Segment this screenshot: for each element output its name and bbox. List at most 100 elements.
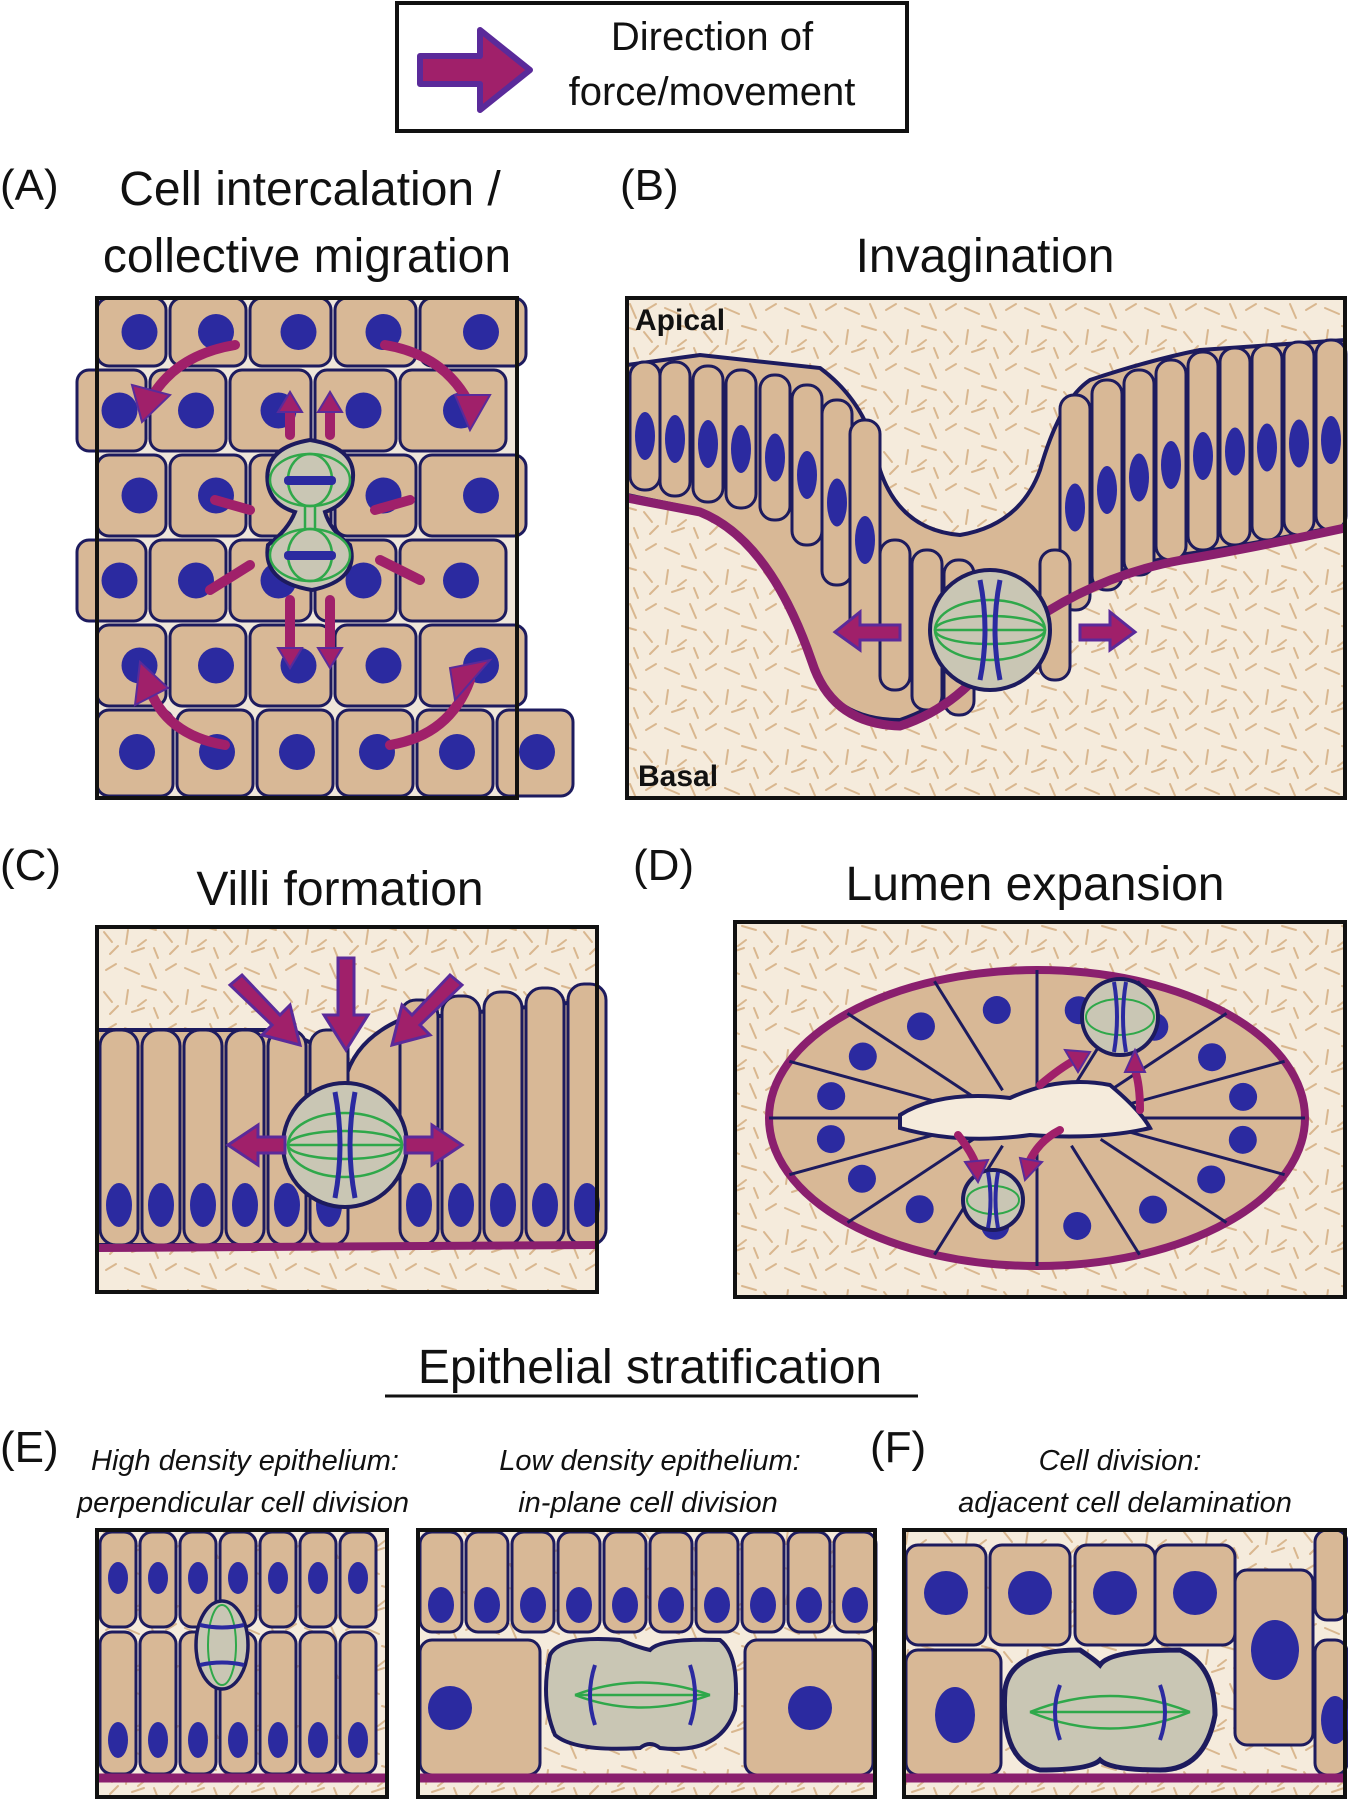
nucleus (463, 314, 499, 350)
nucleus (848, 1042, 877, 1071)
cell-boundary (1119, 1059, 1285, 1108)
nucleus (359, 734, 395, 770)
panel-e-high-density-dividing-cell (194, 1599, 250, 1691)
panel-e-letter: (E) (0, 1423, 59, 1472)
nucleus (108, 1562, 128, 1594)
nucleus (905, 1195, 934, 1224)
nucleus (148, 1562, 168, 1594)
panel-b-basal-label: Basal (638, 760, 718, 793)
panel-e-high-density-illustration (95, 1528, 389, 1799)
nucleus (228, 1722, 248, 1758)
nucleus (827, 478, 847, 527)
nucleus (106, 1183, 132, 1227)
nucleus (1228, 1125, 1257, 1154)
nucleus (178, 392, 214, 429)
nucleus (148, 1722, 168, 1758)
nucleus (1129, 453, 1149, 502)
nucleus (101, 562, 138, 599)
nucleus (817, 1082, 846, 1111)
nucleus (279, 734, 315, 770)
nucleus (1197, 1165, 1226, 1194)
nucleus (665, 415, 685, 463)
nucleus (121, 477, 158, 514)
panel-c-force-arrows (225, 956, 465, 1168)
panel-d-dividing-cell-top (1080, 977, 1160, 1057)
nucleus (1225, 427, 1245, 476)
nucleus (439, 734, 475, 770)
nucleus (308, 1562, 328, 1594)
nucleus (348, 1722, 368, 1758)
nucleus (428, 1587, 454, 1623)
nucleus (855, 516, 875, 564)
nucleus (268, 1562, 288, 1594)
nucleus (148, 1183, 174, 1227)
nucleus (188, 1722, 208, 1758)
nucleus (1193, 432, 1213, 480)
panel-a-arrowheads (130, 383, 493, 707)
nucleus (443, 562, 479, 599)
nucleus (121, 314, 158, 350)
cell-boundary (1070, 1144, 1141, 1256)
cell-boundary (933, 980, 1004, 1092)
panel-f-sub-line1: Cell division: (1039, 1445, 1202, 1477)
nucleus (1321, 1696, 1348, 1744)
nucleus (635, 412, 655, 460)
nucleus (532, 1183, 558, 1227)
section-title: Epithelial stratification (418, 1341, 882, 1394)
nucleus (704, 1587, 730, 1623)
nucleus (935, 1687, 975, 1743)
panel-a-illustration (75, 296, 575, 800)
nucleus (796, 1587, 822, 1623)
panel-d-dividing-cell-bottom (961, 1168, 1025, 1232)
nucleus (348, 1562, 368, 1594)
nucleus (765, 433, 785, 482)
panel-b-basement-membrane (626, 493, 1346, 731)
nucleus (232, 1183, 258, 1227)
nucleus (566, 1587, 592, 1623)
panel-d: (D) Lumen expansion (633, 841, 1347, 1299)
nucleus (198, 647, 234, 684)
panel-f-cells (904, 1528, 1348, 1777)
cell-boundary (1119, 1128, 1285, 1177)
nucleus (474, 1587, 500, 1623)
panel-b-apical-label: Apical (635, 304, 725, 337)
nucleus (188, 1562, 208, 1594)
nucleus (1097, 466, 1117, 514)
cell (1313, 1528, 1348, 1622)
nucleus (448, 1183, 474, 1227)
panel-a-cells (75, 296, 575, 798)
panel-b-title: Invagination (856, 230, 1115, 283)
panel-d-letter: (D) (633, 841, 694, 890)
panel-b: (B) Invagination Apical Basal (620, 161, 1348, 800)
panel-b-illustration: Apical Basal (625, 296, 1348, 800)
panel-f-dividing-cell (1001, 1647, 1218, 1773)
nucleus (101, 392, 138, 429)
nucleus (816, 1125, 845, 1154)
cell (878, 538, 912, 692)
nucleus (1093, 1571, 1137, 1615)
nucleus (345, 562, 382, 599)
panel-e-sub2-line2: in-plane cell division (518, 1487, 778, 1519)
nucleus (982, 996, 1011, 1025)
cell-boundary (789, 1128, 955, 1177)
panel-c-title: Villi formation (196, 863, 483, 916)
panel-a-dividing-cell (265, 437, 356, 593)
cell-boundary (789, 1059, 955, 1108)
panel-e-low-density-illustration (416, 1528, 878, 1799)
nucleus (345, 392, 382, 429)
nucleus (178, 562, 214, 599)
nucleus (428, 1686, 472, 1730)
nucleus (119, 734, 155, 770)
nucleus (308, 1722, 328, 1758)
panel-d-arrowheads (963, 1047, 1147, 1185)
legend-text-line2: force/movement (569, 70, 856, 114)
nucleus (1198, 1043, 1227, 1072)
panel-e-sub2-line1: Low density epithelium: (499, 1445, 800, 1477)
nucleus (365, 647, 402, 684)
cell-boundary (1099, 1137, 1228, 1224)
panel-b-dividing-cell (928, 568, 1052, 692)
nucleus (108, 1722, 128, 1758)
nucleus (520, 1587, 546, 1623)
nucleus (406, 1183, 432, 1227)
